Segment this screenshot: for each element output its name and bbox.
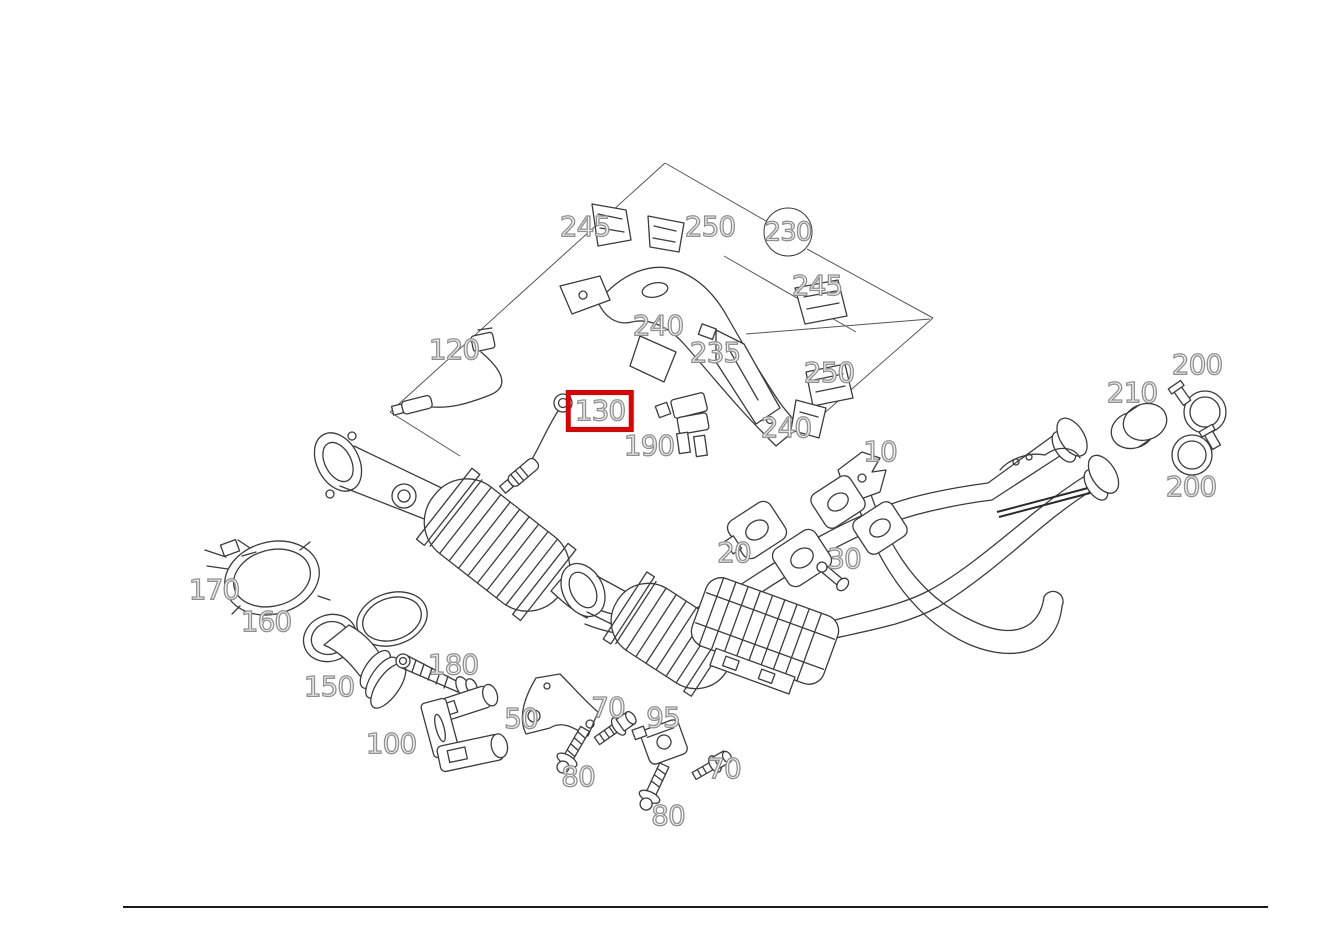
bolt-80-left-drawing — [556, 725, 590, 774]
part-callout-200-upper[interactable]: 200 — [1171, 348, 1224, 381]
part-callout-170[interactable]: 170 — [188, 573, 241, 606]
part-callout-150[interactable]: 150 — [303, 670, 356, 703]
part-callout-95[interactable]: 95 — [646, 701, 682, 734]
part-callout-240-upper[interactable]: 240 — [632, 309, 685, 342]
sensor-120-drawing — [390, 327, 503, 416]
part-callout-240-lower[interactable]: 240 — [760, 411, 813, 444]
part-callout-100[interactable]: 100 — [365, 727, 418, 760]
bracket-240-lower-drawing — [790, 399, 827, 439]
bolt-80-right-drawing — [638, 762, 670, 811]
part-callout-250-top-left[interactable]: 250 — [684, 210, 737, 243]
main-exhaust-assembly-drawing — [313, 417, 1120, 697]
part-callout-235[interactable]: 235 — [689, 336, 742, 369]
clamp-200-lower-drawing — [1171, 423, 1222, 476]
part-callout-70-left[interactable]: 70 — [591, 691, 627, 724]
part-callout-50[interactable]: 50 — [504, 702, 540, 735]
part-callout-130[interactable]: 130 — [565, 390, 635, 432]
part-callout-190[interactable]: 190 — [623, 429, 676, 462]
bracket-50-drawing — [521, 673, 599, 737]
part-callout-80-right[interactable]: 80 — [651, 799, 687, 832]
actuator-190-drawing — [654, 392, 710, 458]
part-callout-210[interactable]: 210 — [1106, 376, 1159, 409]
carrier-bracket-drawing — [559, 266, 801, 447]
sleeve-210-drawing — [1110, 402, 1168, 450]
part-callout-70-right[interactable]: 70 — [707, 752, 743, 785]
bolt-70-right-drawing — [691, 750, 733, 781]
part-callout-20[interactable]: 20 — [717, 536, 753, 569]
sensor-130-drawing — [499, 393, 573, 494]
bracket-245-left-drawing — [591, 203, 632, 247]
bolt-30-drawing — [816, 561, 850, 592]
part-callout-230[interactable]: 230 — [763, 207, 813, 257]
bracket-245-right-drawing — [794, 279, 848, 325]
part-callout-160[interactable]: 160 — [240, 605, 293, 638]
footer-rule — [123, 906, 1268, 908]
clamp-200-upper-drawing — [1167, 379, 1227, 434]
part-callout-180[interactable]: 180 — [427, 648, 480, 681]
part-callout-245-top-left[interactable]: 245 — [559, 210, 612, 243]
part-callout-245-right[interactable]: 245 — [791, 269, 844, 302]
part-callout-250-right[interactable]: 250 — [803, 356, 856, 389]
part-callout-120[interactable]: 120 — [428, 333, 481, 366]
bolt-70-left-drawing — [593, 710, 637, 746]
bracket-100-drawing — [420, 683, 509, 773]
bracket-250-right-drawing — [805, 363, 854, 407]
part-callout-200-lower[interactable]: 200 — [1165, 470, 1218, 503]
part-callout-80-left[interactable]: 80 — [561, 760, 597, 793]
hanger-plates-20-drawing — [724, 475, 908, 588]
part-callout-10[interactable]: 10 — [863, 435, 899, 468]
mount-95-drawing — [631, 719, 688, 765]
clamp-170-drawing — [204, 538, 331, 616]
inlet-pipe-150-drawing — [302, 613, 407, 709]
part-callout-30[interactable]: 30 — [827, 542, 863, 575]
bracket-250-left-drawing — [647, 215, 685, 253]
guide-lines — [389, 162, 934, 457]
